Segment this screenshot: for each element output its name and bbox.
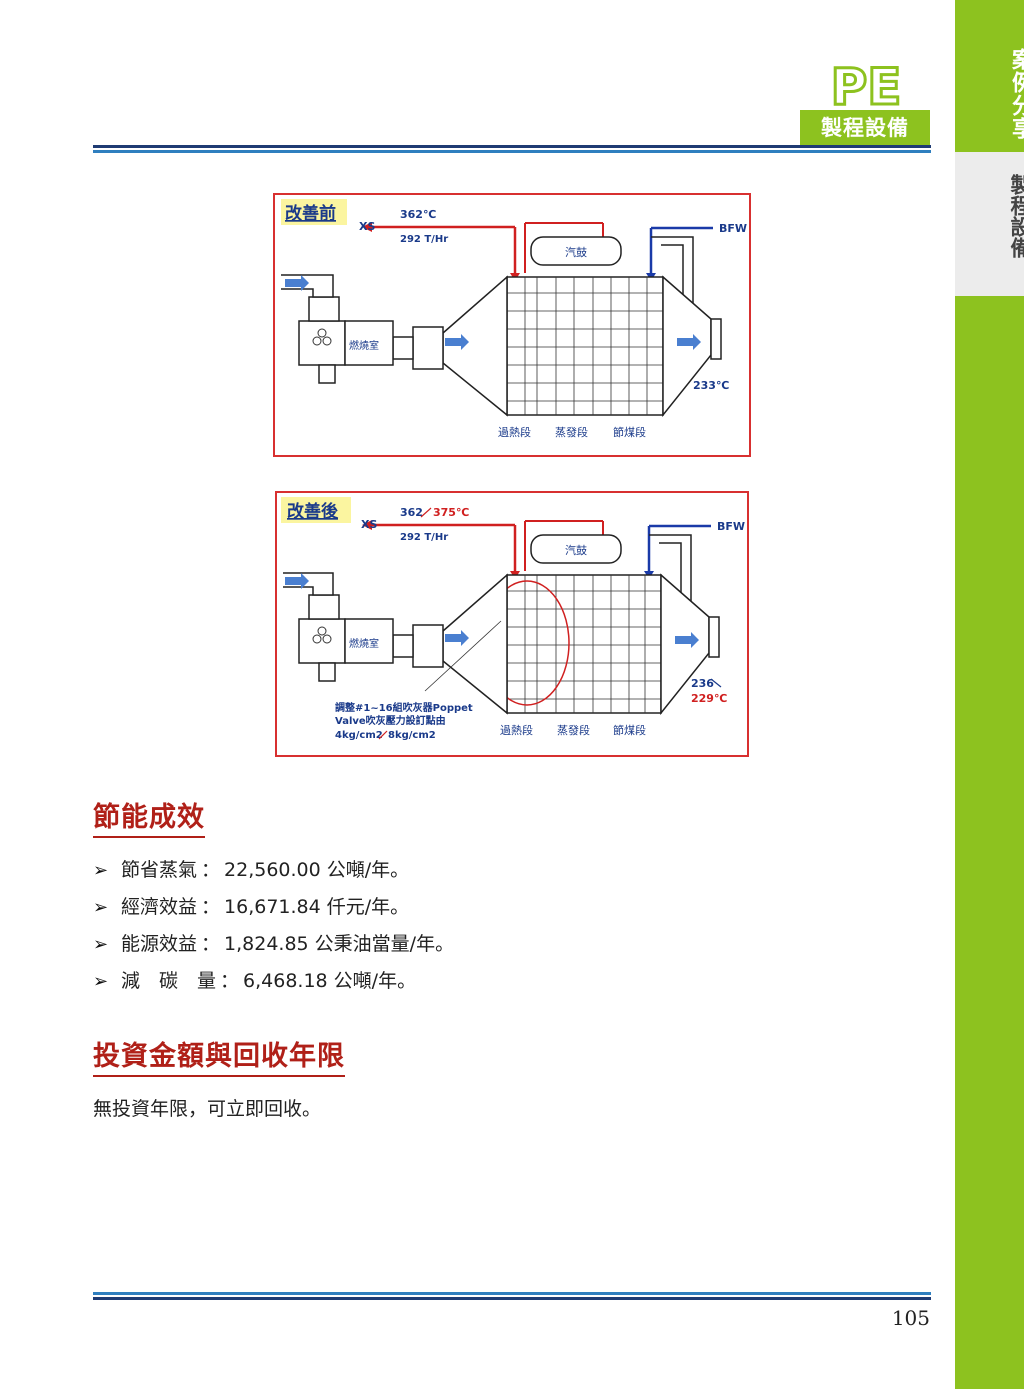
- steam-drum: [530, 236, 622, 266]
- tab-case-study-label: 案例分享: [1008, 48, 1024, 140]
- tab-process-equipment-label: 製程設備: [1008, 174, 1024, 258]
- note-line-2: Valve吹灰壓力設訂點由: [335, 714, 446, 727]
- arrow-bullet-icon: ➢: [93, 934, 109, 955]
- section-superheater-after: 過熱段: [500, 723, 533, 737]
- list-item: ➢節省蒸氣：22,560.00 公噸/年。: [93, 852, 454, 889]
- item-value: 1,824.85 公秉油當量/年。: [224, 933, 455, 955]
- section-economizer: 節煤段: [613, 425, 646, 439]
- xs-label: XS: [359, 220, 375, 233]
- page-number: 105: [891, 1306, 930, 1330]
- diagram-before: 改善前 XS 362℃ 292 T/Hr BFW 汽鼓 233℃ 燃燒室: [273, 193, 751, 457]
- burner-box: [344, 320, 394, 366]
- section-evaporator-after: 蒸發段: [557, 723, 590, 737]
- heat-exchanger-box: [506, 276, 664, 416]
- section-evaporator: 蒸發段: [555, 425, 588, 439]
- pe-logo: PE: [829, 62, 903, 112]
- bfw-label: BFW: [719, 222, 747, 235]
- savings-list: ➢節省蒸氣：22,560.00 公噸/年。 ➢經濟效益：16,671.84 仟元…: [93, 852, 454, 1000]
- item-label: 能源效益: [121, 933, 198, 955]
- steam-temp-new: 375℃: [433, 506, 469, 519]
- drum-label-after: 汽鼓: [565, 543, 587, 557]
- footer-divider: [93, 1292, 931, 1300]
- steam-temp: 362℃: [400, 208, 436, 221]
- steam-flow-after: 292 T/Hr: [400, 532, 448, 543]
- outlet-temp: 233℃: [693, 379, 729, 392]
- header-divider: [93, 145, 931, 153]
- item-value: 22,560.00 公噸/年。: [224, 859, 410, 881]
- section-title-investment: 投資金額與回收年限: [93, 1034, 345, 1077]
- item-label: 經濟效益: [121, 896, 198, 918]
- pe-logo-text: PE: [831, 62, 902, 112]
- outlet-temp-old: 236: [691, 677, 714, 690]
- outlet-temp-new: 229℃: [691, 692, 727, 705]
- arrow-bullet-icon: ➢: [93, 897, 109, 918]
- burner-label: 燃燒室: [349, 339, 379, 352]
- item-value: 16,671.84 仟元/年。: [224, 896, 410, 918]
- burner-label-after: 燃燒室: [349, 637, 379, 650]
- investment-text: 無投資年限，可立即回收。: [93, 1098, 322, 1120]
- bfw-label-after: BFW: [717, 520, 745, 533]
- arrow-bullet-icon: ➢: [93, 860, 109, 881]
- note-line-3b: 8kg/cm2: [388, 730, 436, 741]
- item-label: 減 碳 量: [121, 970, 217, 992]
- diagram-after: 改善後 XS 362 375℃ 292 T/Hr BFW 汽鼓 236 229℃…: [275, 491, 749, 757]
- list-item: ➢能源效益：1,824.85 公秉油當量/年。: [93, 926, 454, 963]
- section-economizer-after: 節煤段: [613, 723, 646, 737]
- note-line-1: 調整#1~16組吹灰器Poppet: [335, 701, 473, 714]
- note-line-3a: 4kg/cm2: [335, 730, 383, 741]
- item-label: 節省蒸氣: [121, 859, 198, 881]
- steam-flow: 292 T/Hr: [400, 234, 448, 245]
- list-item: ➢經濟效益：16,671.84 仟元/年。: [93, 889, 454, 926]
- tab-process-equipment[interactable]: 製程設備: [955, 152, 1024, 296]
- tab-case-study[interactable]: 案例分享: [955, 40, 1024, 152]
- item-value: 6,468.18 公噸/年。: [243, 970, 417, 992]
- xs-label-after: XS: [361, 518, 377, 531]
- after-title: 改善後: [287, 501, 339, 522]
- category-label: 製程設備: [800, 110, 930, 145]
- steam-temp-old: 362: [400, 506, 423, 519]
- section-title-energy-savings: 節能成效: [93, 795, 205, 838]
- drum-label: 汽鼓: [565, 245, 587, 259]
- section-superheater: 過熱段: [498, 425, 531, 439]
- before-title: 改善前: [285, 203, 336, 224]
- arrow-bullet-icon: ➢: [93, 971, 109, 992]
- list-item: ➢減 碳 量：6,468.18 公噸/年。: [93, 963, 454, 1000]
